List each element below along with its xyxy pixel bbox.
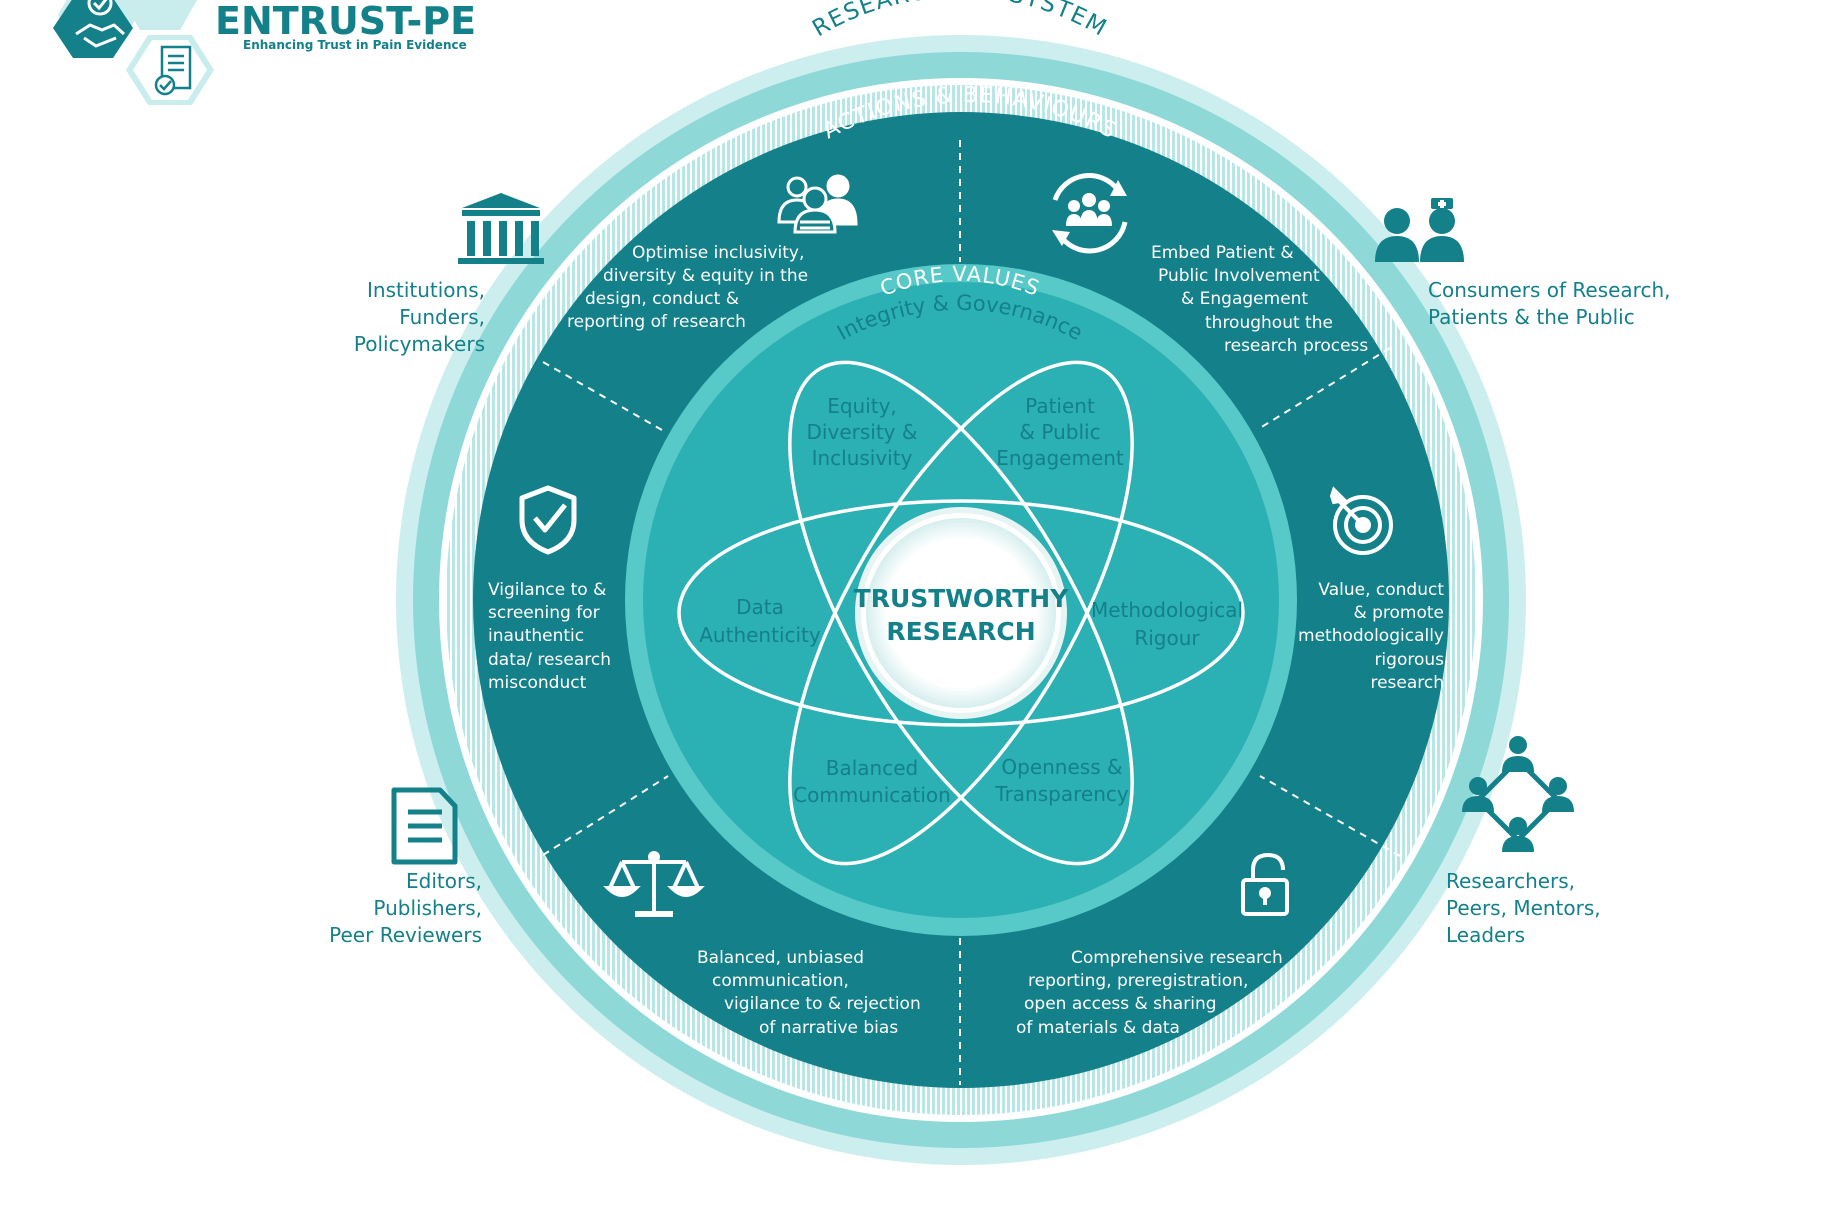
shield-check-icon bbox=[519, 485, 577, 555]
entrust-pe-logo: ENTRUST-PE Enhancing Trust in Pain Evide… bbox=[53, 0, 476, 105]
action-reporting-l2: reporting, preregistration, bbox=[1028, 971, 1248, 991]
core-value-ppe-l1: Patient bbox=[1025, 394, 1095, 418]
handshake-icon bbox=[75, 23, 126, 48]
core-value-edi: Equity, Diversity & Inclusivity bbox=[807, 394, 918, 470]
action-balanced-l2: communication, bbox=[712, 971, 849, 991]
action-vigilance-l4: data/ research bbox=[488, 650, 611, 670]
orbit-horizontal bbox=[677, 499, 1245, 727]
core-value-balanced-l1: Balanced bbox=[826, 756, 918, 780]
action-balanced: Balanced, unbiased communication, vigila… bbox=[697, 948, 921, 1038]
core-value-balanced-l2: Communication bbox=[793, 783, 951, 807]
stakeholder-consumers: Consumers of Research, Patients & the Pu… bbox=[1428, 278, 1671, 329]
institution-building-icon bbox=[458, 193, 544, 264]
core-value-balanced: Balanced Communication bbox=[793, 756, 951, 807]
core-value-method: Methodological Rigour bbox=[1091, 598, 1243, 650]
action-vigilance-l2: screening for bbox=[488, 603, 600, 623]
atom-orbits bbox=[677, 360, 1245, 866]
stakeholder-institutions-l3: Policymakers bbox=[354, 332, 485, 356]
stakeholder-editors: Editors, Publishers, Peer Reviewers bbox=[329, 869, 482, 947]
logo-hex-handshake bbox=[53, 0, 133, 58]
unlocked-padlock-icon bbox=[1241, 852, 1289, 916]
action-vigilance-l1: Vigilance to & bbox=[488, 580, 606, 600]
action-reporting-l3: open access & sharing bbox=[1024, 994, 1217, 1014]
patient-and-nurse-icon bbox=[1375, 198, 1464, 262]
logo-title: ENTRUST-PE bbox=[215, 0, 476, 43]
action-reporting-l4: of materials & data bbox=[1016, 1018, 1180, 1038]
core-value-data-l2: Authenticity bbox=[699, 623, 821, 647]
document-check-icon bbox=[154, 45, 192, 96]
group-cycle-icon bbox=[1052, 173, 1128, 254]
action-inclusivity-l1: Optimise inclusivity, bbox=[632, 243, 804, 263]
action-inclusivity-l3: design, conduct & bbox=[585, 289, 739, 309]
stakeholder-editors-l3: Peer Reviewers bbox=[329, 923, 482, 947]
stakeholder-researchers-l1: Researchers, bbox=[1446, 869, 1575, 893]
orbit-right-tilt bbox=[788, 360, 1134, 866]
target-icon bbox=[1329, 486, 1393, 555]
logo-tagline: Enhancing Trust in Pain Evidence bbox=[243, 38, 467, 52]
actions-separators bbox=[542, 140, 1401, 1085]
action-inclusivity-l4: reporting of research bbox=[567, 312, 746, 332]
action-inclusivity-l2: diversity & equity in the bbox=[603, 266, 808, 286]
orbit-left-tilt bbox=[788, 360, 1134, 866]
document-icon bbox=[391, 787, 458, 865]
core-value-data: Data Authenticity bbox=[699, 595, 821, 647]
core-value-edi-l2: Diversity & bbox=[807, 420, 918, 444]
action-embed: Embed Patient & Public Involvement & Eng… bbox=[1151, 243, 1368, 356]
action-value-l3: methodologically bbox=[1298, 626, 1444, 646]
core-value-method-l2: Rigour bbox=[1134, 626, 1200, 650]
center-line1: TRUSTWORTHY bbox=[854, 584, 1070, 613]
core-value-ppe-l3: Engagement bbox=[996, 446, 1124, 470]
action-vigilance: Vigilance to & screening for inauthentic… bbox=[488, 580, 611, 693]
core-value-method-l1: Methodological bbox=[1091, 598, 1243, 622]
scales-icon bbox=[603, 851, 705, 917]
stakeholder-institutions: Institutions, Funders, Policymakers bbox=[354, 278, 485, 356]
action-balanced-l1: Balanced, unbiased bbox=[697, 948, 864, 968]
stakeholder-institutions-l1: Institutions, bbox=[367, 278, 485, 302]
stakeholder-researchers-l3: Leaders bbox=[1446, 923, 1525, 947]
checkmark-badge-icon bbox=[87, 0, 113, 16]
action-embed-l2: Public Involvement bbox=[1158, 266, 1320, 286]
stakeholder-researchers-l2: Peers, Mentors, bbox=[1446, 896, 1601, 920]
core-value-ppe-l2: & Public bbox=[1019, 420, 1100, 444]
core-value-edi-l1: Equity, bbox=[827, 394, 897, 418]
action-embed-l5: research process bbox=[1224, 336, 1368, 356]
action-inclusivity: Optimise inclusivity, diversity & equity… bbox=[567, 243, 808, 332]
core-value-data-l1: Data bbox=[736, 595, 784, 619]
stakeholder-consumers-l2: Patients & the Public bbox=[1428, 305, 1635, 329]
stakeholder-editors-l1: Editors, bbox=[406, 869, 482, 893]
action-embed-l1: Embed Patient & bbox=[1151, 243, 1294, 263]
action-reporting: Comprehensive research reporting, prereg… bbox=[1016, 948, 1283, 1038]
action-embed-l4: throughout the bbox=[1205, 313, 1333, 333]
stakeholder-editors-l2: Publishers, bbox=[373, 896, 482, 920]
action-reporting-l1: Comprehensive research bbox=[1071, 948, 1283, 968]
core-value-open-l1: Openness & bbox=[1001, 755, 1122, 779]
core-value-edi-l3: Inclusivity bbox=[812, 446, 913, 470]
action-balanced-l4: of narrative bias bbox=[759, 1018, 898, 1038]
core-value-open-l2: Transparency bbox=[994, 782, 1129, 806]
core-value-ppe: Patient & Public Engagement bbox=[996, 394, 1124, 470]
center-line2: RESEARCH bbox=[886, 617, 1035, 646]
action-value-l4: rigorous bbox=[1374, 650, 1444, 670]
action-value-l1: Value, conduct bbox=[1318, 580, 1444, 600]
action-embed-l3: & Engagement bbox=[1181, 289, 1308, 309]
action-vigilance-l3: inauthentic bbox=[488, 626, 584, 646]
action-balanced-l3: vigilance to & rejection bbox=[724, 994, 921, 1014]
network-people-icon bbox=[1462, 736, 1574, 852]
action-value-l5: research bbox=[1370, 673, 1444, 693]
core-value-open: Openness & Transparency bbox=[994, 755, 1129, 806]
logo-hex-top-right bbox=[122, 0, 198, 30]
stakeholder-institutions-l2: Funders, bbox=[399, 305, 485, 329]
center-circle: TRUSTWORTHY RESEARCH bbox=[854, 507, 1070, 719]
diverse-people-icon bbox=[777, 174, 858, 234]
action-vigilance-l5: misconduct bbox=[488, 673, 587, 693]
stakeholder-consumers-l1: Consumers of Research, bbox=[1428, 278, 1671, 302]
action-value-l2: & promote bbox=[1353, 603, 1444, 623]
stakeholder-researchers: Researchers, Peers, Mentors, Leaders bbox=[1446, 869, 1601, 947]
action-value: Value, conduct & promote methodologicall… bbox=[1298, 580, 1444, 693]
